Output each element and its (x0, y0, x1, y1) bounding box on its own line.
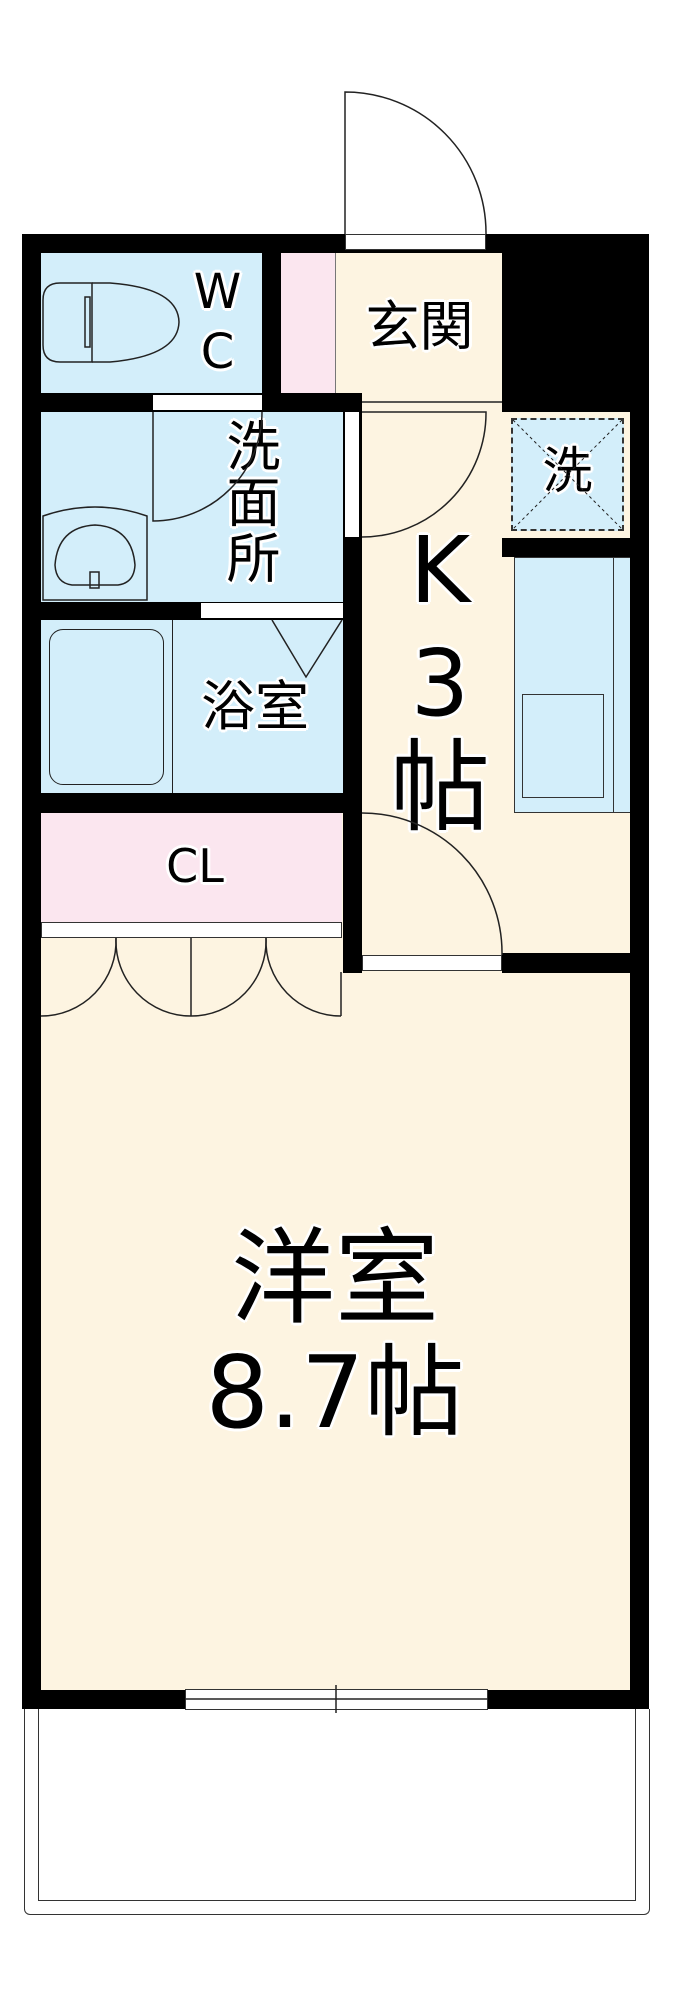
kitchen-counter-edge (613, 557, 614, 813)
washer-bottom-wall (502, 538, 649, 557)
entrance-door-opening[interactable] (345, 234, 486, 250)
washroom-right-wall (343, 393, 362, 973)
closet-label: CL (166, 839, 224, 893)
kitchen-label-size: 3 (410, 630, 470, 737)
bathroom-door[interactable] (201, 603, 343, 618)
kitchen-counter (514, 557, 630, 813)
western-room-size: 8.7帖 (205, 1334, 465, 1451)
pipe-shaft-block (502, 234, 649, 412)
washroom (41, 412, 343, 602)
washroom-door[interactable] (345, 412, 359, 537)
closet (41, 813, 342, 922)
wc-door[interactable] (153, 395, 262, 410)
stove-icon (522, 694, 604, 798)
wc-right-wall (262, 234, 281, 412)
kitchen-bottom-wall (502, 953, 649, 973)
shoe-storage (281, 253, 336, 393)
kitchen-label-unit: 帖 (390, 729, 490, 846)
room-door[interactable] (362, 955, 502, 971)
bathroom-label: 浴室 (201, 675, 309, 738)
wc-label-w: W (193, 264, 242, 320)
outer-wall-left (22, 234, 41, 1709)
western-room-floor (22, 938, 649, 1698)
balcony-inner (38, 1709, 636, 1901)
western-room-label: 洋室 (230, 1217, 439, 1339)
kitchen-label-k: K (409, 517, 471, 624)
balcony (24, 1709, 650, 1915)
entrance-label: 玄関 (365, 295, 474, 358)
wc-label-c: C (200, 324, 235, 380)
closet-doors-track[interactable] (41, 922, 342, 938)
bathtub-divider (172, 620, 173, 793)
bathtub-icon (49, 629, 164, 785)
balcony-window[interactable] (185, 1689, 488, 1710)
outer-wall-top (22, 234, 649, 253)
washer-label: 洗 (542, 442, 593, 500)
closet-top-wall (22, 793, 360, 813)
washroom-label: 洗面所 (217, 418, 280, 586)
